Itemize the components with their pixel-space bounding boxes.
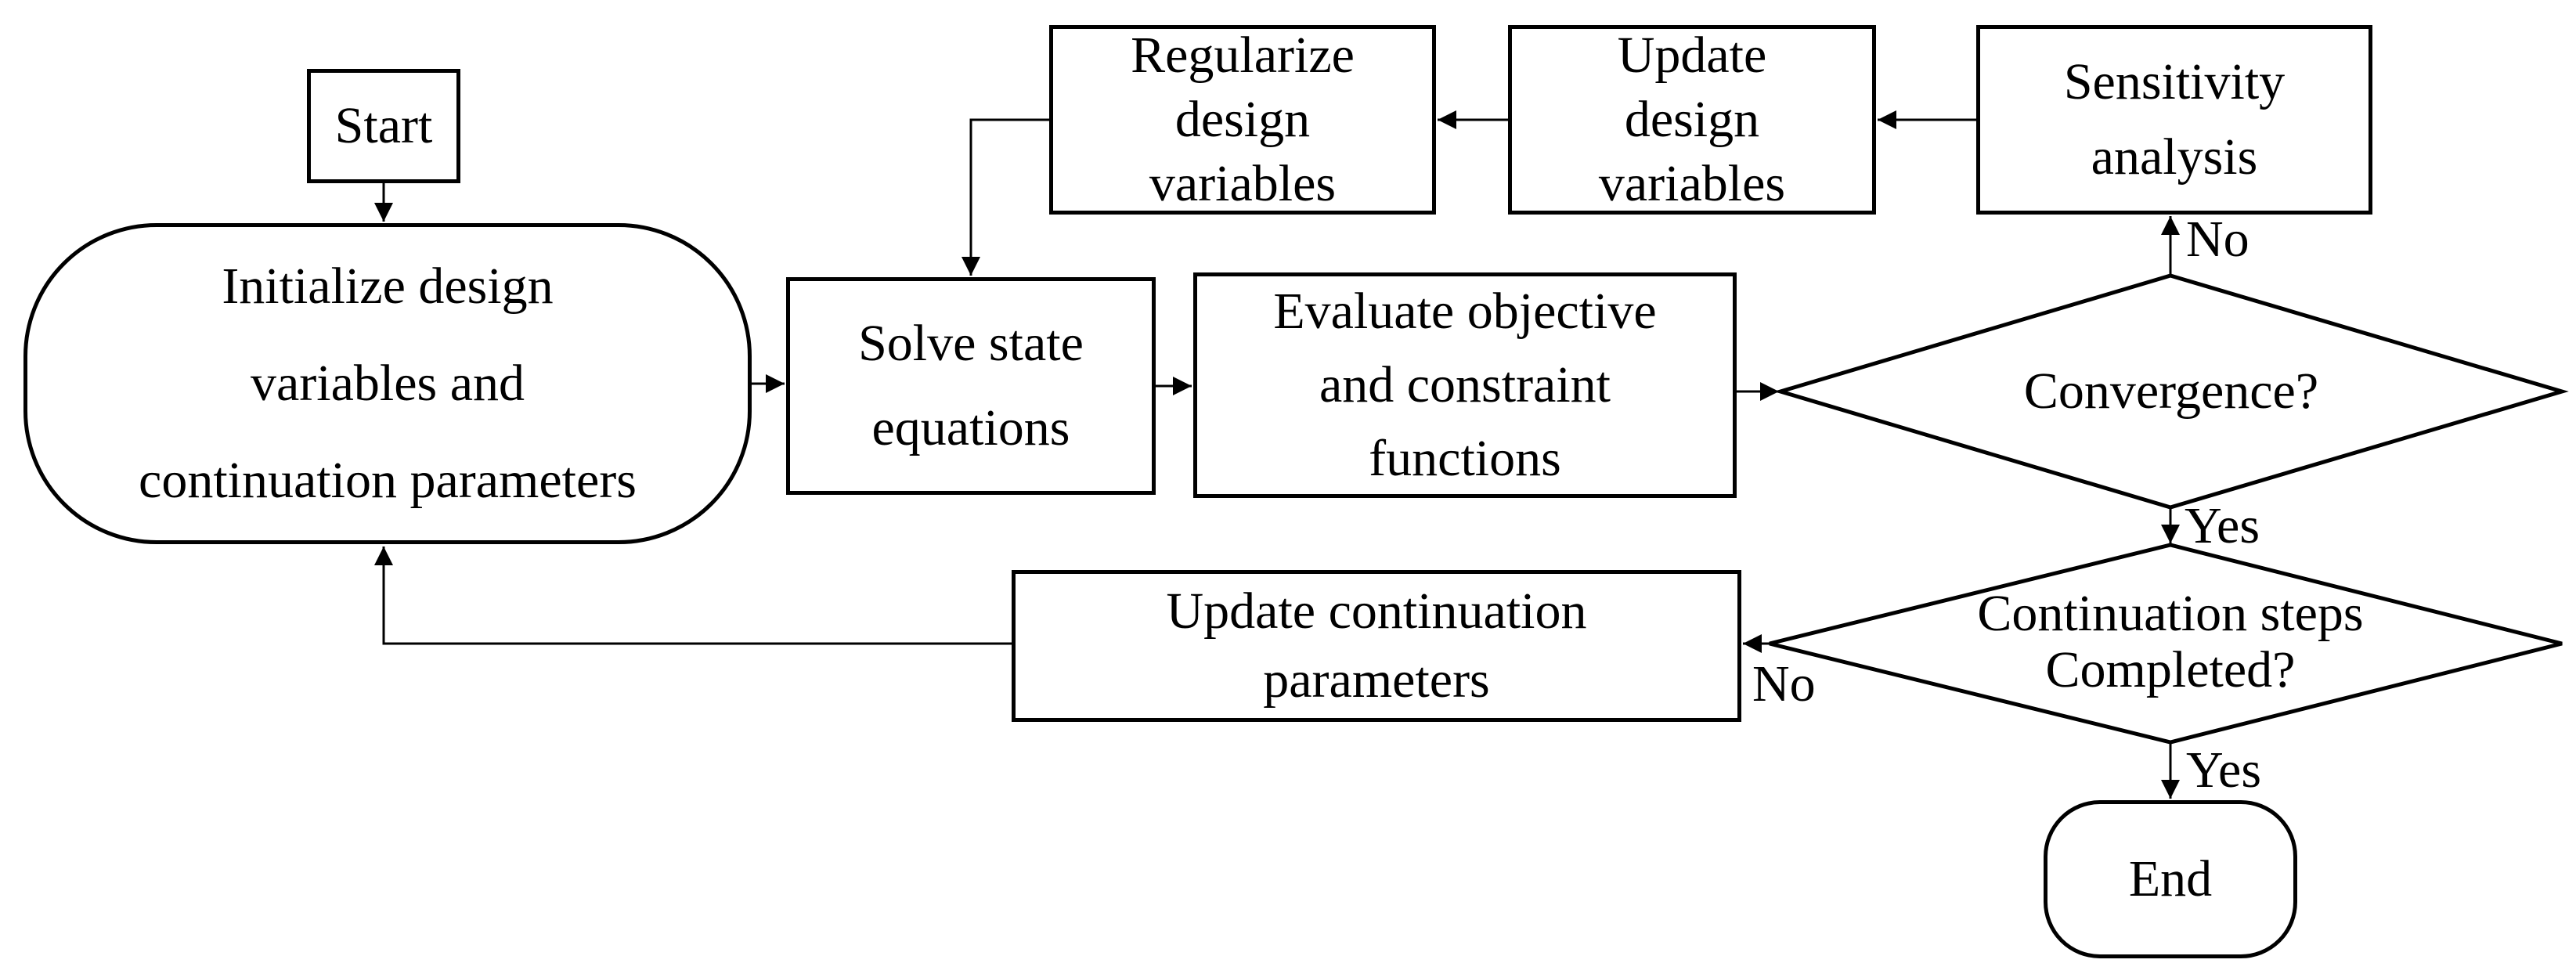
solve-state-equations-label: Solve state equations: [858, 315, 1084, 456]
start-label: Start: [334, 97, 433, 154]
convergence-yes-label: Yes: [2185, 497, 2260, 554]
continuation-diamond: [1769, 543, 2563, 745]
update-design-variables-node: Update design variables: [1508, 25, 1876, 215]
evaluate-functions-label: Evaluate objective and constraint functi…: [1273, 283, 1657, 487]
initialize-node: Initialize design variables and continua…: [23, 223, 752, 544]
initialize-label: Initialize design variables and continua…: [139, 258, 637, 509]
arrow-regularize-to-solve: [961, 118, 1049, 276]
continuation-no-label: No: [1752, 655, 1816, 712]
update-design-variables-label: Update design variables: [1598, 27, 1786, 212]
sensitivity-analysis-node: Sensitivity analysis: [1976, 25, 2372, 215]
evaluate-functions-node: Evaluate objective and constraint functi…: [1193, 272, 1737, 498]
convergence-no-label: No: [2186, 211, 2249, 268]
update-continuation-label: Update continuation parameters: [1166, 583, 1587, 709]
solve-state-equations-node: Solve state equations: [786, 277, 1156, 495]
update-continuation-node: Update continuation parameters: [1012, 570, 1741, 722]
regularize-variables-node: Regularize design variables: [1049, 25, 1436, 215]
end-label: End: [2128, 850, 2213, 907]
convergence-diamond: [1773, 273, 2569, 510]
continuation-yes-label: Yes: [2186, 741, 2262, 799]
regularize-variables-label: Regularize design variables: [1131, 27, 1355, 212]
start-node: Start: [307, 69, 460, 183]
arrow-update-continuation-to-initialize: [374, 547, 1012, 645]
convergence-label: Convergence?: [2023, 363, 2319, 420]
end-node: End: [2044, 800, 2297, 958]
continuation-label: Continuation steps Completed?: [1977, 585, 2364, 698]
sensitivity-analysis-label: Sensitivity analysis: [2063, 53, 2286, 186]
